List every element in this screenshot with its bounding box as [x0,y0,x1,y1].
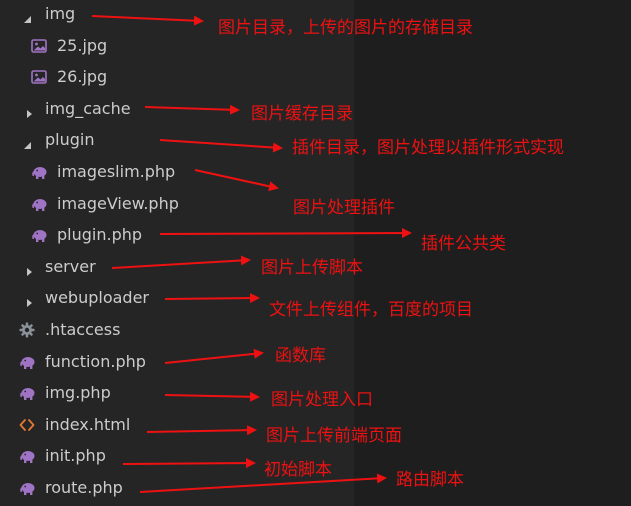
tree-item-label: 26.jpg [57,67,108,87]
tree-item-index-html[interactable]: index.html [0,411,354,439]
chevron-down-icon[interactable] [22,9,32,23]
chevron-right-icon[interactable] [24,262,34,276]
php-elephant-icon [18,353,36,371]
tree-item-route-php[interactable]: route.php [0,474,354,502]
tree-item-label: img [45,4,76,23]
tree-item-label: server [45,256,96,276]
tree-item-label: imageslim.php [57,162,176,181]
tree-item-img-php[interactable]: img.php [0,379,354,407]
tree-item-img-cache[interactable]: img_cache [0,95,354,123]
gear-icon [18,321,36,339]
chevron-right-icon[interactable] [24,104,34,118]
tree-item-server[interactable]: server [0,253,354,281]
image-file-icon [30,68,48,86]
tree-item-init-php[interactable]: init.php [0,442,354,470]
chevron-down-icon[interactable] [22,135,32,150]
tree-item-label: index.html [45,414,131,434]
tree-item-plugin-php[interactable]: plugin.php [0,221,354,249]
tree-item-label: 25.jpg [57,35,108,55]
php-elephant-icon [18,384,36,402]
php-elephant-icon [30,226,48,244]
chevron-right-icon[interactable] [24,293,34,308]
tree-item-label: function.php [45,351,146,371]
tree-item-label: .htaccess [45,320,121,339]
tree-item-webuploader[interactable]: webuploader [0,284,354,312]
php-elephant-icon [30,163,48,181]
tree-item-label: plugin.php [57,225,143,245]
tree-item-htaccess[interactable]: .htaccess [0,316,354,344]
tree-item-label: webuploader [45,288,149,308]
tree-item-label: imageView.php [57,193,179,213]
tree-item-label: img.php [45,383,111,403]
tree-item-function-php[interactable]: function.php [0,348,354,376]
tree-item-25-jpg[interactable]: 25.jpg [0,32,354,60]
tree-item-img[interactable]: img [0,0,354,28]
tree-item-plugin[interactable]: plugin [0,126,354,154]
tree-item-26-jpg[interactable]: 26.jpg [0,63,354,91]
tree-item-label: plugin [45,130,95,150]
tree-item-imageview-php[interactable]: imageView.php [0,190,354,218]
php-elephant-icon [18,447,36,465]
php-elephant-icon [18,479,36,497]
image-file-icon [30,37,48,55]
code-brackets-icon [18,416,36,434]
editor-background [354,0,631,506]
tree-item-label: route.php [45,478,123,497]
tree-item-label: img_cache [45,98,131,118]
php-elephant-icon [30,195,48,213]
tree-item-imageslim-php[interactable]: imageslim.php [0,158,354,186]
tree-item-label: init.php [45,446,106,466]
